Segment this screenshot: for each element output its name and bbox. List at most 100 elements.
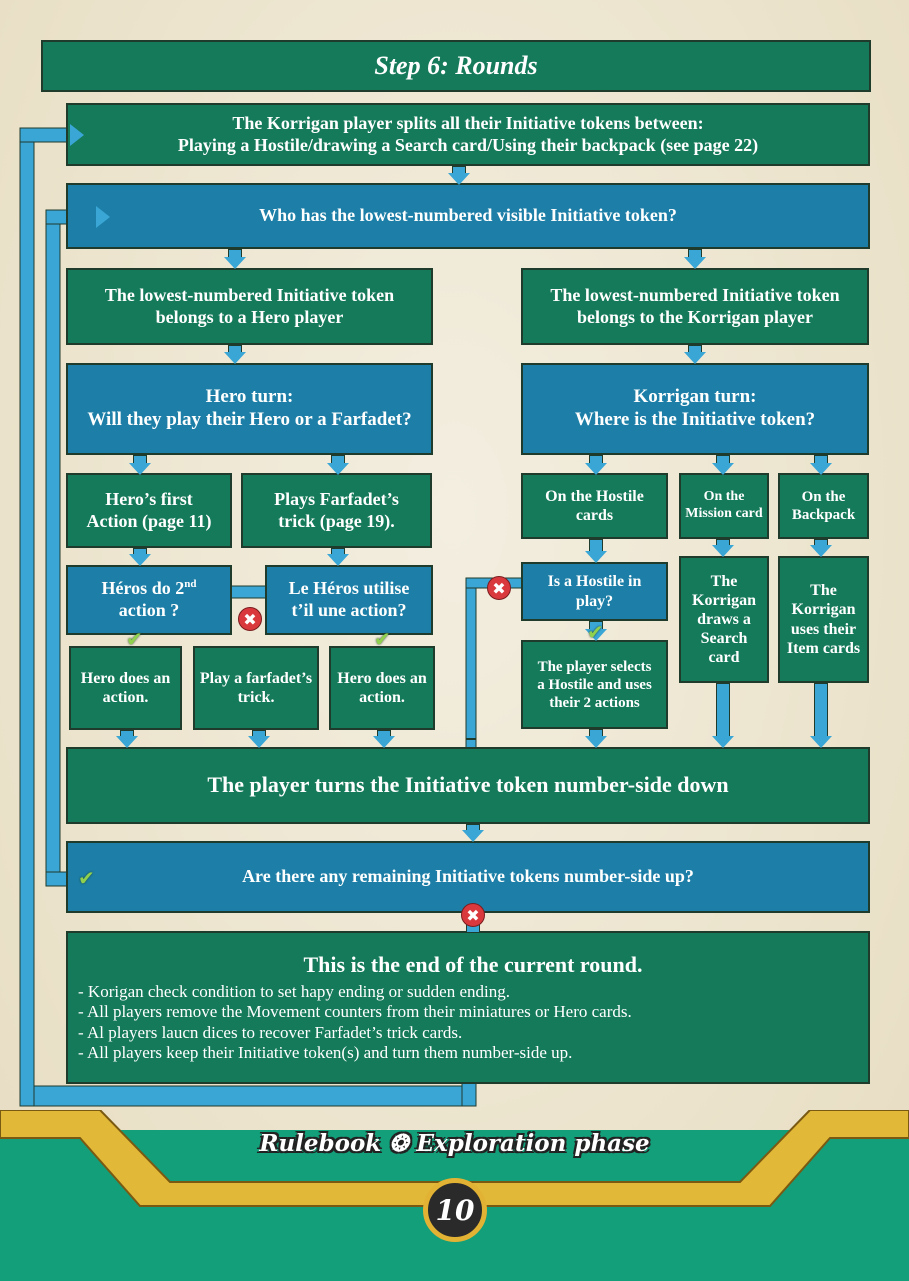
arrow-down-uses-items — [810, 545, 832, 557]
end-of-round-title: This is the end of the current round. — [303, 951, 643, 977]
hero-action-1-line-2: action. — [102, 689, 149, 706]
draws-search-line-3: draws a — [697, 610, 751, 628]
play-farf-trick-line-2: trick. — [237, 689, 275, 706]
korrigan-owner-line-1: The lowest-numbered Initiative token — [550, 284, 840, 305]
page-number: 10 — [423, 1178, 487, 1242]
heros-second-line-1: Héros do 2nd — [102, 578, 197, 600]
remaining-tokens-text: Are there any remaining Initiative token… — [242, 866, 694, 887]
cross-icon: ✖ — [487, 576, 511, 600]
end-item-3: - Al players laucn dices to recover Farf… — [78, 1022, 463, 1042]
arrow-down-selects-hostile — [585, 629, 607, 641]
step-title: Step 6: Rounds — [41, 40, 871, 92]
arrow-down-action-1 — [116, 736, 138, 748]
check-icon: ✔ — [587, 620, 604, 644]
hero-does-action-box-2: Hero does an action. — [329, 646, 435, 730]
korrigan-owner-box: The lowest-numbered Initiative token bel… — [521, 268, 869, 345]
cross-icon: ✖ — [461, 903, 485, 927]
end-item-1: - Korigan check condition to set hapy en… — [78, 981, 510, 1001]
arrow-down-plays-farfadet — [327, 463, 349, 475]
remaining-tokens-box: Are there any remaining Initiative token… — [66, 841, 870, 913]
korrigan-turn-box: Korrigan turn: Where is the Initiative t… — [521, 363, 869, 455]
footer-title: Rulebook ❂ Exploration phase — [259, 1130, 650, 1157]
hero-turn-line-1: Hero turn: — [205, 386, 294, 408]
is-hostile-line-2: play? — [575, 592, 614, 610]
check-icon: ✔ — [374, 627, 391, 651]
le-heros-line-2: t’il une action? — [291, 600, 407, 620]
korrigan-turn-line-2: Where is the Initiative token? — [574, 409, 816, 430]
selects-hostile-line-3: their 2 actions — [549, 694, 640, 711]
on-mission-box: On the Mission card — [679, 473, 769, 539]
draws-search-line-2: Korrigan — [692, 591, 756, 609]
hero-does-action-box-1: Hero does an action. — [69, 646, 182, 730]
le-heros-utilise-box: Le Héros utilise t’il une action? — [265, 565, 433, 635]
check-icon: ✔ — [78, 866, 95, 890]
arrow-down-on-hostile — [585, 463, 607, 475]
uses-items-line-4: Item cards — [786, 639, 861, 657]
arrow-down-who-korrigan — [684, 257, 706, 269]
draws-search-line-4: Search — [700, 630, 748, 648]
uses-items-line-3: uses their — [790, 620, 857, 638]
is-hostile-line-1: Is a Hostile in — [547, 573, 642, 591]
arrow-down-selects-to-turn — [585, 736, 607, 748]
play-farfadet-trick-box: Play a farfadet’s trick. — [193, 646, 319, 730]
on-hostile-line-1: On the Hostile — [545, 487, 644, 505]
on-hostile-box: On the Hostile cards — [521, 473, 668, 539]
who-lowest-box: Who has the lowest-numbered visible Init… — [66, 183, 870, 249]
korrigan-turn-line-1: Korrigan turn: — [633, 386, 757, 408]
arrow-down-split-who — [448, 173, 470, 185]
arrow-down-draws-search — [712, 545, 734, 557]
play-farf-trick-line-1: Play a farfadet’s — [199, 669, 313, 687]
arrow-stem — [814, 683, 828, 738]
end-item-4: - All players keep their Initiative toke… — [78, 1043, 573, 1063]
arrow-stem — [716, 683, 730, 738]
on-backpack-line-1: On the — [801, 489, 846, 505]
arrow-down-le-heros — [327, 554, 349, 566]
hero-action-2-line-1: Hero does an — [337, 669, 427, 687]
arrow-down-farf-trick — [248, 736, 270, 748]
end-item-2: - All players remove the Movement counte… — [78, 1002, 632, 1022]
hero-action-2-line-2: action. — [359, 689, 405, 706]
selects-hostile-line-2: a Hostile and uses — [537, 676, 652, 693]
on-mission-line-1: On the — [703, 489, 745, 505]
arrow-down-turn-to-remaining — [462, 830, 484, 842]
loop-arrow-split — [70, 124, 84, 146]
heros-second-sup: nd — [184, 578, 197, 591]
hero-first-action-box: Hero’s first Action (page 11) — [66, 473, 232, 548]
hero-owner-box: The lowest-numbered Initiative token bel… — [66, 268, 433, 345]
cross-icon: ✖ — [238, 607, 262, 631]
is-hostile-in-play-box: Is a Hostile in play? — [521, 562, 668, 621]
le-heros-line-1: Le Héros utilise — [288, 578, 410, 599]
uses-items-line-2: Korrigan — [791, 601, 856, 619]
hero-turn-line-2: Will they play their Hero or a Farfadet? — [87, 409, 412, 430]
hero-turn-box: Hero turn: Will they play their Hero or … — [66, 363, 433, 455]
plays-farfadet-box: Plays Farfadet’s trick (page 19). — [241, 473, 432, 548]
hero-owner-line-2: belongs to a Hero player — [155, 306, 344, 327]
hero-owner-line-1: The lowest-numbered Initiative token — [104, 284, 395, 305]
arrow-down-on-backpack — [810, 463, 832, 475]
arrow-down-search-to-turn — [712, 736, 734, 748]
arrow-down-hero-first — [129, 463, 151, 475]
heros-second-action-box: Héros do 2nd action ? — [66, 565, 232, 635]
korrigan-draws-search-box: The Korrigan draws a Search card — [679, 556, 769, 683]
on-mission-line-2: Mission card — [685, 506, 763, 521]
turns-token-box: The player turns the Initiative token nu… — [66, 747, 870, 824]
hero-action-1-line-1: Hero does an — [80, 669, 171, 687]
loop-arrow-who — [96, 206, 110, 228]
player-selects-hostile-box: The player selects a Hostile and uses th… — [521, 640, 668, 729]
uses-items-line-1: The — [810, 582, 837, 600]
selects-hostile-line-1: The player selects — [537, 658, 652, 675]
arrow-down-heros-do — [129, 554, 151, 566]
plays-farfadet-line-2: trick (page 19). — [278, 510, 395, 531]
step-title-text: Step 6: Rounds — [374, 51, 538, 81]
plays-farfadet-line-1: Plays Farfadet’s — [274, 488, 399, 509]
hero-first-line-2: Action (page 11) — [86, 510, 212, 531]
on-backpack-box: On the Backpack — [778, 473, 869, 539]
draws-search-line-1: The — [710, 572, 738, 590]
turns-token-text: The player turns the Initiative token nu… — [207, 772, 729, 798]
korrigan-uses-items-box: The Korrigan uses their Item cards — [778, 556, 869, 683]
arrow-down-hero-turn — [224, 352, 246, 364]
arrow-stem — [466, 738, 476, 740]
on-backpack-line-2: Backpack — [791, 507, 856, 523]
arrow-down-who-hero — [224, 257, 246, 269]
arrow-down-is-hostile — [585, 551, 607, 563]
